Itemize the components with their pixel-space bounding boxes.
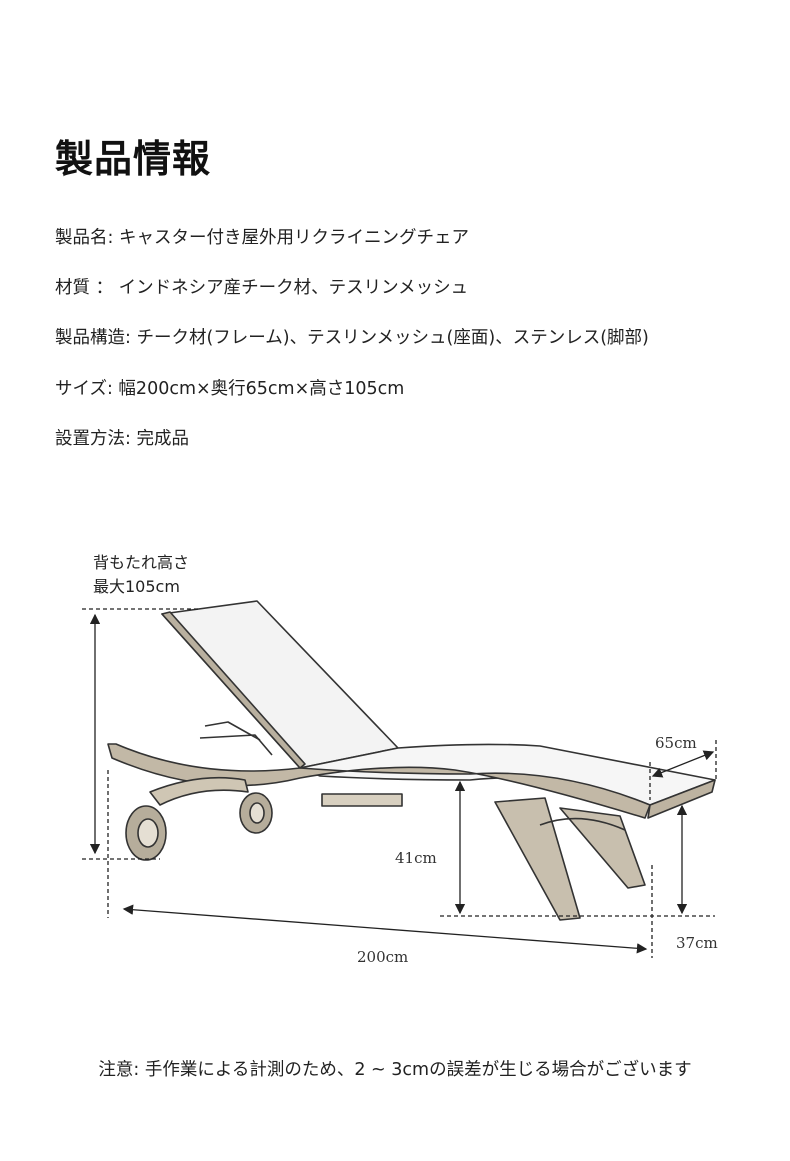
spec-product-name: 製品名: キャスター付き屋外用リクライニングチェア [55, 228, 469, 248]
depth-label: 65cm [655, 734, 697, 752]
spec-structure: 製品構造: チーク材(フレーム)、テスリンメッシュ(座面)、ステンレス(脚部) [55, 328, 649, 348]
lounger-dimension-diagram: 背もたれ高さ 最大105cm 65cm 41cm 37cm 200cm [82, 553, 718, 966]
dimension-lines [82, 608, 717, 958]
page-title: 製品情報 [55, 137, 212, 181]
seat-height-label: 41cm [395, 849, 437, 867]
lounger-illustration [107, 600, 716, 921]
spec-material: 材質 ： インドネシア産チーク材、テスリンメッシュ [55, 278, 469, 298]
backrest-height-label-line1: 背もたれ高さ [93, 553, 189, 572]
leg-height-label: 37cm [676, 934, 718, 952]
length-label: 200cm [357, 948, 408, 966]
backrest-height-label-line2: 最大105cm [93, 577, 180, 596]
spec-installation: 設置方法: 完成品 [55, 429, 189, 449]
spec-size: サイズ: 幅200cm×奥行65cm×高さ105cm [55, 379, 405, 399]
measurement-note: 注意: 手作業による計測のため、2 ~ 3cmの誤差が生じる場合がございます [98, 1060, 692, 1080]
